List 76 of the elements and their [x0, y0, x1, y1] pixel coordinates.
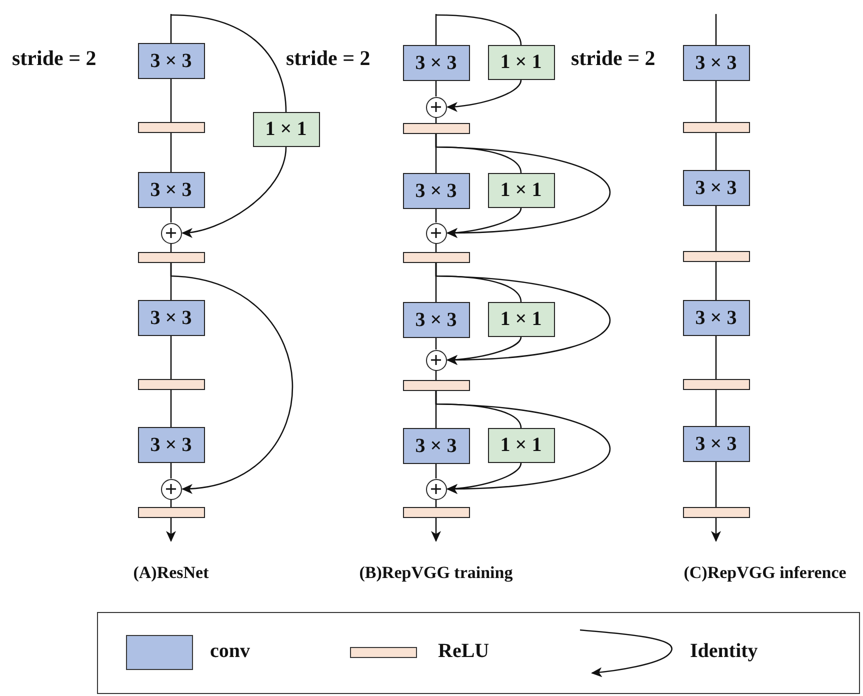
- relu-bar: [138, 507, 204, 518]
- relu-bar: [402, 252, 470, 263]
- conv-box: 3 × 3: [138, 172, 204, 208]
- connector-line: [715, 336, 717, 379]
- relu-bar: [402, 123, 470, 134]
- connector-line: [715, 462, 717, 507]
- connector-line: [435, 370, 437, 380]
- arrow: [182, 146, 287, 238]
- sum-circle: [426, 478, 446, 500]
- conv-box: 1 × 1: [252, 112, 320, 147]
- arrow: [435, 263, 610, 365]
- sum-circle: [160, 222, 182, 244]
- conv-box: 3 × 3: [138, 43, 204, 79]
- legend-label: ReLU: [438, 640, 490, 663]
- sum-circle: [426, 222, 446, 244]
- stride-label: stride = 2: [12, 46, 96, 71]
- conv-box: 3 × 3: [402, 45, 470, 81]
- connector-line: [170, 14, 287, 112]
- relu-bar: [402, 380, 470, 391]
- panel-caption: (C)RepVGG inference: [682, 563, 848, 583]
- connector-line: [170, 133, 172, 172]
- connector-line: [435, 14, 522, 46]
- connector-line: [715, 390, 717, 426]
- conv-box: 1 × 1: [488, 302, 554, 337]
- connector-line: [170, 336, 172, 379]
- conv-box: 1 × 1: [488, 45, 554, 80]
- connector-line: [435, 209, 437, 222]
- stride-label: stride = 2: [571, 46, 656, 71]
- relu-bar: [138, 379, 204, 390]
- connector-line: [715, 206, 717, 251]
- conv-box: 3 × 3: [402, 302, 470, 338]
- panel-caption: (B)RepVGG training: [358, 563, 514, 583]
- relu-bar: [682, 122, 750, 133]
- panel-caption: (A)ResNet: [132, 563, 210, 583]
- conv-box: 3 × 3: [682, 426, 750, 462]
- conv-box: 3 × 3: [138, 300, 204, 336]
- legend-label: conv: [210, 640, 250, 663]
- arrow: [446, 80, 522, 112]
- legend-label: Identity: [690, 640, 758, 663]
- conv-box: 1 × 1: [488, 173, 554, 208]
- arrow: [170, 263, 293, 493]
- conv-box: 3 × 3: [138, 427, 204, 463]
- conv-box: 3 × 3: [682, 170, 750, 206]
- connector-line: [715, 14, 717, 45]
- conv-box: 3 × 3: [402, 428, 470, 464]
- stride-label: stride = 2: [286, 46, 370, 71]
- relu-bar: [138, 122, 204, 133]
- connector-line: [170, 463, 172, 478]
- sum-circle: [426, 350, 446, 370]
- connector-line: [170, 390, 172, 427]
- relu-bar: [682, 251, 750, 262]
- arrow: [166, 518, 176, 542]
- sum-circle: [160, 478, 182, 500]
- relu-bar: [402, 507, 470, 518]
- connector-line: [435, 81, 437, 96]
- connector-line: [170, 79, 172, 122]
- relu-bar: [138, 252, 204, 263]
- conv-box: 3 × 3: [682, 300, 750, 336]
- connector-line: [435, 338, 437, 350]
- arrow: [435, 391, 610, 494]
- connector-line: [715, 133, 717, 170]
- relu-bar: [682, 379, 750, 390]
- arrow: [431, 518, 441, 542]
- relu-bar: [682, 507, 750, 518]
- arrow: [435, 134, 610, 238]
- sum-circle: [426, 96, 446, 118]
- arrow: [711, 518, 721, 542]
- conv-box: 3 × 3: [682, 45, 750, 81]
- conv-box: 1 × 1: [488, 428, 554, 463]
- connector-line: [170, 208, 172, 222]
- conv-box: 3 × 3: [402, 173, 470, 209]
- connector-line: [170, 14, 172, 43]
- connector-line: [715, 81, 717, 122]
- connector-line: [435, 14, 437, 45]
- connector-line: [715, 262, 717, 300]
- connector-line: [435, 464, 437, 478]
